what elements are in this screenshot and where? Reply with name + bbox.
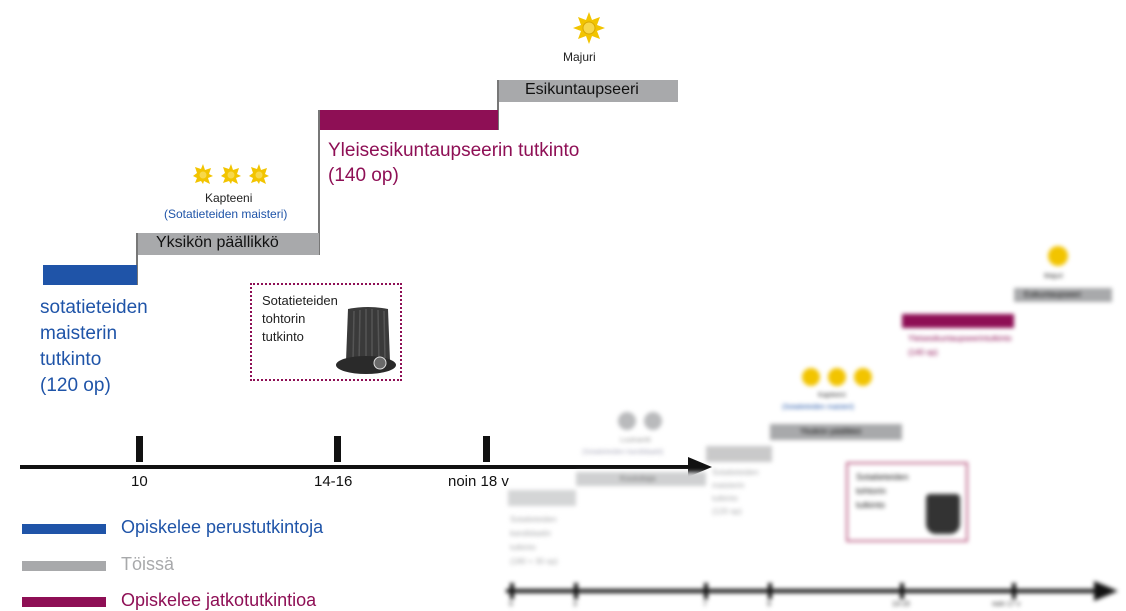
majuri-rank-label: Majuri — [563, 50, 596, 64]
doctoral-hat-icon — [336, 307, 396, 374]
majuri-star-icon — [573, 12, 605, 44]
bg-timeline-axis — [506, 581, 1118, 601]
bg-masters-line4: (120 op) — [712, 507, 742, 516]
bg-axis-label-3: 3 — [573, 601, 577, 608]
bg-esikuntaupseeri-label: Esikuntaupseeri — [1024, 290, 1081, 299]
bg-kapteeni-degree: (Sotatieteiden maisteri) — [782, 404, 854, 411]
legend-label-basic: Opiskelee perustutkintoja — [121, 517, 324, 537]
masters-label-line1: sotatieteiden — [40, 297, 148, 318]
bg-yleisesikunta-bar — [902, 314, 1014, 328]
axis-label-10: 10 — [131, 473, 148, 490]
axis-tick-10 — [136, 436, 143, 462]
bg-doctorate-box: Sotatieteiden tohtorin tutkinto — [846, 462, 968, 542]
bg-kouluttaja-bar — [576, 472, 706, 486]
legend-swatch-grey — [22, 561, 106, 571]
yksikon-paallikko-bar — [136, 233, 319, 255]
bg-doctorate-line3: tutkinto — [856, 500, 886, 510]
bg-kapteeni-stars-icon — [802, 368, 872, 386]
kapteeni-degree-label: (Sotatieteiden maisteri) — [164, 207, 288, 221]
bg-majuri-star-icon — [1048, 246, 1068, 266]
yleisesikunta-label-line2: (140 op) — [328, 165, 399, 186]
bg-yksikon-label: Yksikön päällikkö — [800, 427, 862, 436]
bg-masters-bar — [706, 446, 772, 462]
bg-kouluttaja-label: Kouluttaja — [620, 474, 656, 483]
kapteeni-stars-icon — [193, 164, 269, 184]
bg-masters-line2: maisterin — [712, 481, 745, 490]
axis-label-14-16: 14-16 — [314, 473, 353, 490]
bg-masters-line1: Sotatieteiden — [712, 468, 759, 477]
bg-masters-line3: tutkinto — [712, 494, 738, 503]
bg-axis-label-7: 7 — [703, 601, 707, 608]
riser-line-1 — [136, 233, 138, 285]
legend-label-working: Töissä — [121, 554, 175, 574]
bg-bachelor-bar — [508, 490, 576, 506]
legend-swatch-blue — [22, 524, 106, 534]
bg-yksikon-bar — [770, 424, 902, 440]
bg-axis-label-0: 0 — [509, 601, 513, 608]
bg-doctorate-line1: Sotatieteiden — [856, 472, 909, 482]
bg-axis-label-9: 9 — [767, 601, 771, 608]
doctorate-label-line3: tutkinto — [262, 329, 304, 344]
esikuntaupseeri-label: Esikuntaupseeri — [525, 81, 639, 98]
masters-label-line2: maisterin — [40, 323, 118, 344]
bg-esikuntaupseeri-bar — [1014, 288, 1112, 302]
doctorate-label-line2: tohtorin — [262, 311, 306, 326]
bg-luutnantti-stars-icon — [618, 412, 662, 430]
bg-yleisesikunta-line1: Yleisesikuntaupseerintutkinto — [908, 334, 1012, 343]
bg-majuri-label: Majuri — [1044, 273, 1064, 280]
masters-degree-bar — [43, 265, 137, 285]
riser-line-3 — [497, 80, 499, 130]
axis-tick-14-16 — [334, 436, 341, 462]
yleisesikunta-bar — [318, 110, 498, 130]
riser-line-2 — [318, 110, 320, 255]
bg-axis-label-13-15: 13-15 — [892, 601, 910, 608]
bg-yleisesikunta-line2: (140 op) — [908, 348, 938, 357]
doctorate-box: Sotatieteiden tohtorin tutkinto — [250, 283, 402, 381]
bg-doctorate-line2: tohtorin — [856, 486, 887, 496]
bg-luutnantti-degree: (Sotatieteiden kandidaatti) — [582, 449, 664, 456]
legend-label-advanced: Opiskelee jatkotutkintioa — [121, 590, 317, 610]
kapteeni-rank-label: Kapteeni — [205, 191, 253, 205]
bg-bachelor-line2: kandidaatin — [510, 529, 551, 538]
bg-bachelor-line3: tutkinto — [510, 543, 536, 552]
legend-swatch-wine — [22, 597, 106, 607]
bg-luutnantti-label: Luutnantti — [620, 437, 651, 444]
bg-doctoral-hat-icon — [926, 494, 960, 534]
bg-axis-label-17: noin 17 v — [992, 601, 1021, 608]
masters-label-line3: tutkinto — [40, 349, 102, 370]
axis-label-18: noin 18 v — [448, 473, 509, 490]
esikuntaupseeri-bar — [497, 80, 678, 102]
bg-kapteeni-label: Kapteeni — [818, 392, 846, 399]
doctorate-label-line1: Sotatieteiden — [262, 293, 338, 308]
masters-label-line4: (120 op) — [40, 375, 111, 396]
yleisesikunta-label-line1: Yleisesikuntaupseerin tutkinto — [328, 140, 580, 161]
yksikon-paallikko-label: Yksikön päällikkö — [156, 234, 279, 251]
bg-bachelor-line1: Sotatieteiden — [510, 515, 557, 524]
bg-bachelor-line4: (180 + 30 op) — [510, 557, 558, 566]
axis-tick-18 — [483, 436, 490, 462]
